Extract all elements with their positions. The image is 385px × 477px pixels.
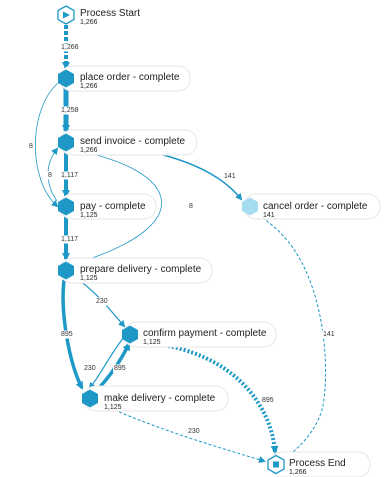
node-process-start[interactable]: Process Start 1,266 [57, 5, 140, 26]
node-process-end[interactable]: Process End 1,266 [267, 451, 371, 477]
edge-label-pay-send-invoice: 8 [48, 172, 52, 179]
node-title: Process End [289, 458, 346, 469]
node-count: 1,266 [289, 469, 307, 476]
edge-make-delivery-process-end[interactable] [109, 407, 266, 463]
edge-label-start-place-order: 1,266 [61, 44, 79, 51]
node-count: 1,266 [80, 19, 98, 26]
node-count: 1,125 [80, 212, 98, 219]
edge-label-background [83, 364, 97, 373]
edge-label-background [322, 330, 336, 339]
edge-cancel-order-process-end[interactable] [261, 217, 327, 460]
node-title: place order - complete [80, 72, 180, 83]
node-title: send invoice - complete [80, 136, 185, 147]
edge-label-prepare-delivery-make-delivery: 895 [61, 331, 73, 338]
stop-icon [273, 461, 279, 468]
node-count: 1,266 [80, 147, 98, 154]
edge-label-confirm-payment-make-delivery: 230 [84, 365, 96, 372]
activity-hexagon-icon [58, 261, 74, 280]
play-icon [63, 11, 70, 19]
edge-label-make-delivery-process-end: 230 [188, 428, 200, 435]
edge-label-background [60, 171, 80, 180]
edge-label-pay-prepare-delivery: 1,117 [61, 236, 78, 243]
edge-label-background [60, 235, 80, 244]
node-count: 1,125 [80, 275, 98, 282]
edge-label-place-order-pay: 8 [29, 143, 33, 150]
edge-label-make-delivery-confirm-payment: 895 [114, 365, 126, 372]
activity-hexagon-icon [122, 325, 138, 344]
node-make-delivery[interactable]: make delivery - complete 1,125 [82, 385, 229, 412]
edge-place-order-pay[interactable] [35, 82, 59, 208]
edge-label-background [95, 297, 109, 306]
edge-label-background [60, 43, 80, 52]
node-count: 1,125 [143, 339, 161, 346]
edge-label-background [47, 171, 53, 180]
activity-hexagon-icon [58, 197, 74, 216]
node-title: prepare delivery - complete [80, 264, 202, 275]
node-send-invoice[interactable]: send invoice - complete 1,266 [58, 129, 198, 156]
node-pay[interactable]: pay - complete 1,125 [58, 193, 157, 220]
edge-label-background [188, 202, 194, 211]
activity-hexagon-icon [58, 69, 74, 88]
node-count: 1,266 [80, 83, 98, 90]
edge-confirm-payment-make-delivery[interactable] [88, 336, 125, 390]
edge-label-place-order-send-invoice: 1,258 [61, 107, 79, 114]
edge-label-background [28, 142, 34, 151]
edge-send-invoice-prepare-delivery[interactable] [73, 149, 162, 265]
activity-hexagon-icon [242, 197, 258, 216]
edge-confirm-payment-process-end[interactable] [167, 344, 279, 454]
node-title: make delivery - complete [104, 393, 216, 404]
edge-label-background [187, 427, 201, 436]
edge-label-send-invoice-cancel-order: 141 [224, 173, 236, 180]
activity-hexagon-icon [82, 389, 98, 408]
edge-label-prepare-delivery-confirm-payment: 230 [96, 298, 108, 305]
node-title: cancel order - complete [263, 201, 368, 212]
edge-label-send-invoice-prepare-delivery: 8 [189, 203, 193, 210]
edge-labels: 1,266 1,258 8 1,117 8 141 8 1,117 230 89… [28, 43, 336, 436]
node-confirm-payment[interactable]: confirm payment - complete 1,125 [122, 321, 277, 348]
node-cancel-order[interactable]: cancel order - complete 141 [242, 193, 381, 220]
edge-label-cancel-order-process-end: 141 [323, 331, 335, 338]
edge-label-background [60, 330, 74, 339]
node-title: Process Start [80, 8, 140, 19]
edge-label-background [261, 396, 275, 405]
node-title: pay - complete [80, 201, 146, 212]
edge-label-background [60, 106, 80, 115]
edge-label-background [223, 172, 237, 181]
node-title: confirm payment - complete [143, 328, 267, 339]
node-prepare-delivery[interactable]: prepare delivery - complete 1,125 [58, 257, 213, 284]
edge-label-send-invoice-pay: 1,117 [61, 172, 78, 179]
node-count: 141 [263, 212, 275, 219]
node-place-order[interactable]: place order - complete 1,266 [58, 65, 191, 92]
edge-label-confirm-payment-process-end: 895 [262, 397, 274, 404]
node-count: 1,125 [104, 404, 122, 411]
activity-hexagon-icon [58, 133, 74, 152]
edge-label-background [113, 364, 127, 373]
